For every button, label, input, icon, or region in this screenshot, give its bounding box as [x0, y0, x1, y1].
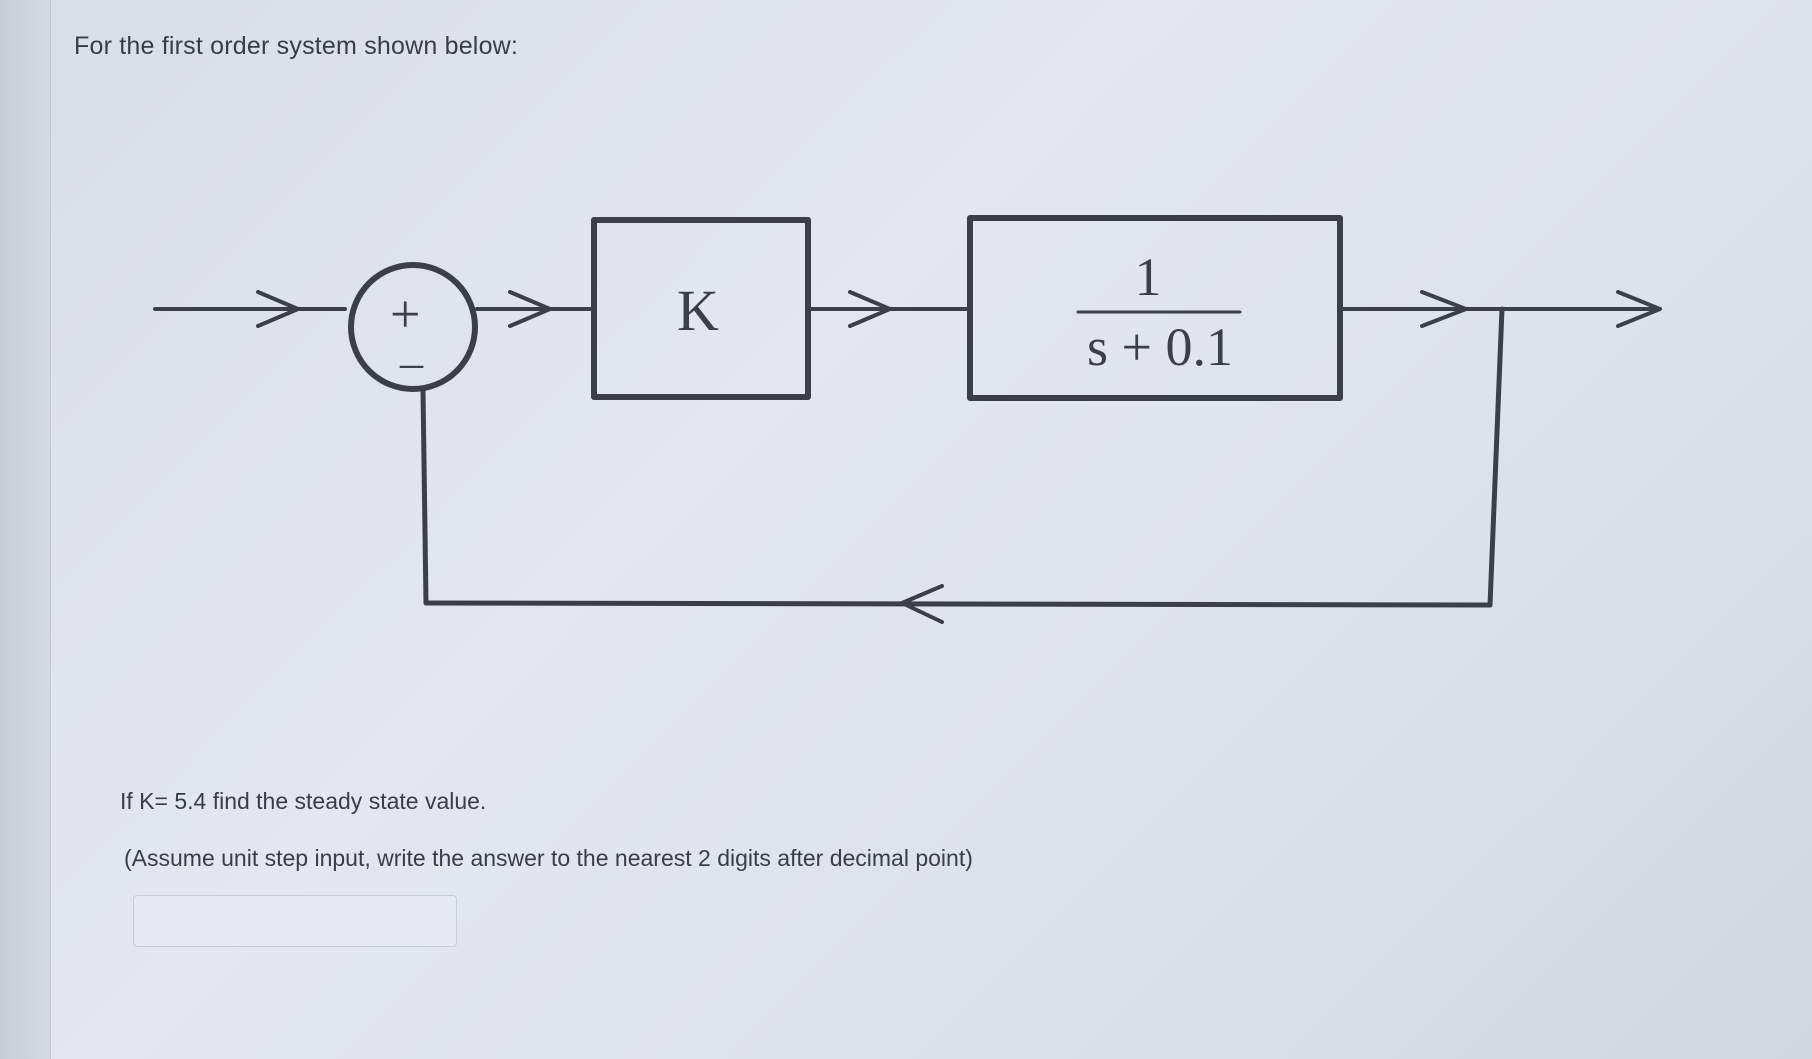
- control-arrow-icon: [848, 290, 892, 328]
- feedback-bottom-line: [423, 600, 1493, 608]
- gain-block: [591, 217, 811, 400]
- output-arrow-icon-1: [1420, 290, 1468, 328]
- plant-block: [967, 215, 1343, 401]
- question-intro: For the first order system shown below:: [74, 32, 519, 60]
- page-edge: [0, 0, 51, 1059]
- gain-label: K: [677, 278, 719, 343]
- question-prompt: If K= 5.4 find the steady state value.: [120, 788, 487, 814]
- output-arrow-icon-2: [1616, 290, 1662, 328]
- plant-denominator: s + 0.1: [1087, 317, 1233, 377]
- answer-input[interactable]: [133, 895, 457, 947]
- feedback-riser-line: [420, 387, 429, 606]
- input-arrow-icon: [256, 290, 300, 328]
- minus-sign: _: [399, 321, 424, 372]
- plus-sign: +: [390, 284, 420, 344]
- feedback-arrow-icon: [900, 584, 944, 624]
- feedback-pickoff-line: [1487, 306, 1505, 608]
- plant-numerator: 1: [1135, 247, 1162, 307]
- question-note: (Assume unit step input, write the answe…: [124, 845, 973, 871]
- summing-junction: [348, 262, 478, 392]
- error-arrow-icon: [508, 290, 552, 328]
